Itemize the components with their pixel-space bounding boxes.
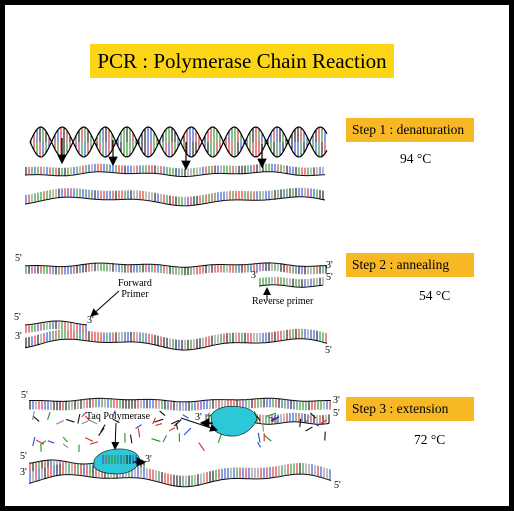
step2-bottom-3prime: 3' [15,331,22,342]
step3-temperature: 72 °C [414,432,446,447]
step2-forward-5prime: 5' [14,312,21,323]
step2-forward-3prime: 3' [87,315,94,326]
taq-polymerase-upper [210,406,258,437]
forward-primer-label: Forward Primer [118,278,152,300]
forward-primer-arrow [90,290,120,317]
free-nucleotides [32,410,327,453]
pcr-diagram [24,126,332,488]
step2-bottom-5prime: 5' [325,345,332,356]
double-helix [29,126,328,158]
step3-top-5prime: 5' [21,390,28,401]
step2-top-3prime: 3' [326,260,333,271]
step2-forward-primer [24,320,88,333]
step3-lower-3prime: 3' [20,467,27,478]
step3-lower-ext-3prime: 3' [145,454,152,465]
step2-reverse-5prime: 5' [326,272,333,283]
taq-arrow-lower [111,422,120,450]
step1-temperature: 94 °C [400,151,432,166]
step3-ext-3prime: 3' [195,412,202,423]
step3-label: Step 3 : extension [346,397,474,421]
taq-polymerase-label: Taq Polymerase [86,411,151,422]
step2-strand-bottom [24,328,328,351]
step3-lower-5prime: 5' [20,451,27,462]
step3-top-3prime: 3' [333,395,340,406]
step3-strand-bottom [28,463,332,488]
step2-label: Step 2 : annealing [346,253,474,277]
step2-top-5prime: 5' [15,253,22,264]
step2-reverse-primer [258,276,324,288]
reverse-primer-label: Reverse primer [252,296,314,307]
taq-arrow-upper [180,417,218,432]
step2-temperature: 54 °C [419,288,451,303]
step3-strand-top [28,397,331,411]
step1-strand-top [24,163,326,178]
step3-ext-5prime: 5' [333,408,340,419]
title-banner: PCR : Polymerase Chain Reaction [90,44,394,78]
step3-bottom-5prime: 5' [334,480,341,491]
step2-strand-top [24,262,327,276]
step1-label: Step 1 : denaturation [346,118,474,142]
step2-reverse-3prime: 3' [251,270,258,281]
step1-strand-bottom [24,187,326,207]
